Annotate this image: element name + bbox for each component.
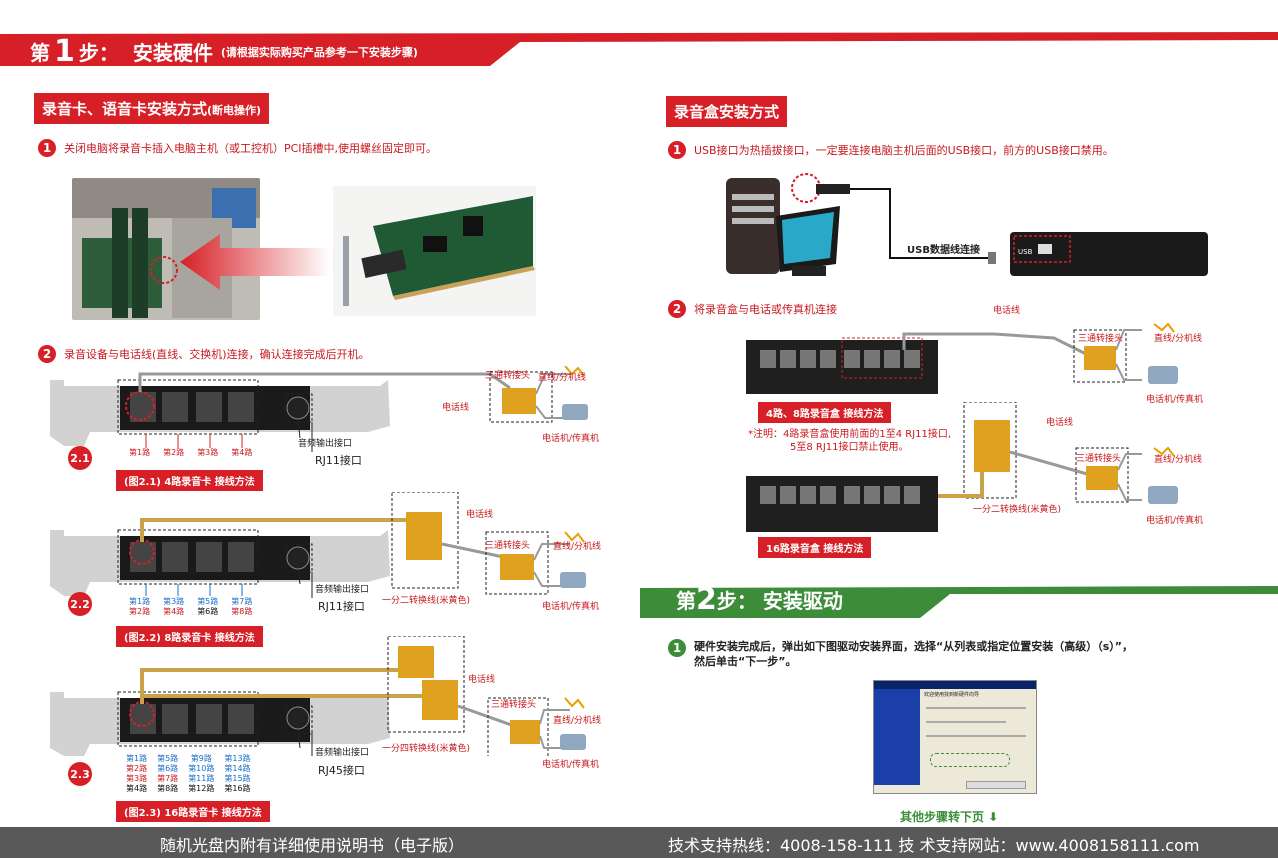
audio-port-label: 音频输出接口 (315, 748, 370, 758)
fig-2-1-badge: 2.1 (68, 446, 92, 470)
wizard-side-panel (874, 689, 920, 785)
fig-2-2-badge: 2.2 (68, 592, 92, 616)
phone-label: 电话机/传真机 (1146, 395, 1204, 405)
footer: 随机光盘内附有详细使用说明书（电子版） 技术支持热线：4008-158-111 … (0, 827, 1278, 858)
number-badge: 1 (38, 139, 56, 157)
jack-label: RJ11接口 (315, 454, 362, 467)
step2-item-1-line-2: 然后单击“下一步”。 (694, 655, 797, 668)
box-16-caption: 16路录音盒 接线方法 (758, 537, 872, 558)
usb-cable-label: USB数据线连接 (907, 245, 980, 256)
right-item-1: 1 USB接口为热插拔接口，一定要连接电脑主机后面的USB接口，前方的USB接口… (668, 141, 1114, 159)
audio-port-label: 音频输出接口 (315, 585, 370, 595)
insert-arrow (180, 234, 330, 290)
splitter-label: 一分二转换线(米黄色) (382, 596, 471, 606)
fig3-port-labels: 第1路第2路第3路第4路 第5路第6路第7路第8路 第9路第10路第11路第12… (126, 754, 251, 793)
fig-2-3-badge: 2.3 (68, 762, 92, 786)
note-line-2: 5至8 RJ11接口禁止使用。 (790, 442, 909, 453)
number-badge: 2 (668, 300, 686, 318)
wizard-titlebar (874, 681, 1036, 689)
fig2-port-labels: 第1路第2路 第3路第4路 第5路第6路 第7路第8路 (129, 597, 253, 616)
box-16-drawing (746, 402, 1178, 532)
splitter-label: 一分二转换线(米黄色) (973, 505, 1062, 515)
note-line-1: *注明：4路录音盒使用前面的1至4 RJ11接口, (748, 429, 952, 440)
section-heading-box: 录音盒安装方式 (666, 96, 788, 127)
tee-label: 三通转接头 (1076, 454, 1122, 464)
splitter-label: 一分四转换线(米黄色) (382, 744, 471, 754)
right-item-1-text: USB接口为热插拔接口，一定要连接电脑主机后面的USB接口，前方的USB接口禁用… (694, 144, 1114, 157)
tee-label: 三通转接头 (485, 541, 531, 551)
direct-line-label: 直线/分机线 (538, 373, 587, 383)
step1-banner (0, 32, 1278, 66)
arrow-down-icon: ⬇ (988, 810, 999, 824)
phone-line-label: 电话线 (993, 306, 1021, 316)
recording-card-photo (333, 186, 536, 316)
fig-2-1-drawing (50, 366, 588, 452)
box-4-8-caption: 4路、8路录音盒 接线方法 (758, 402, 892, 423)
number-badge: 1 (668, 141, 686, 159)
fig-2-1-caption: (图2.1) 4路录音卡 接线方法 (116, 470, 263, 491)
pc-install-photo (72, 178, 260, 320)
driver-wizard-screenshot: 欢迎使用找到新硬件向导 (873, 680, 1037, 794)
usb-port-label: USB (1018, 248, 1033, 256)
direct-line-label: 直线/分机线 (1154, 455, 1203, 465)
phone-line-label: 电话线 (468, 675, 496, 685)
tee-label: 三通转接头 (491, 700, 537, 710)
jack-label: RJ45接口 (318, 764, 365, 777)
usb-connection-drawing (726, 173, 1208, 276)
fig-2-3-drawing (50, 636, 586, 756)
direct-line-label: 直线/分机线 (1154, 334, 1203, 344)
box-4-8-drawing (746, 322, 1178, 394)
left-item-1: 1 关闭电脑将录音卡插入电脑主机（或工控机）PCI插槽中,使用螺丝固定即可。 (38, 139, 437, 157)
phone-line-label: 电话线 (1046, 418, 1074, 428)
phone-label: 电话机/传真机 (542, 434, 600, 444)
step2-item-1-line-1: 硬件安装完成后，弹出如下图驱动安装界面，选择“从列表或指定位置安装（高级）（s）… (694, 640, 1134, 653)
number-badge: 2 (38, 345, 56, 363)
more-steps-link[interactable]: 其他步骤转下页 ⬇ (900, 810, 999, 824)
fig1-port-labels: 第1路第2路第3路第4路 (129, 448, 253, 457)
number-badge: 1 (668, 639, 686, 657)
footer-left-text: 随机光盘内附有详细使用说明书（电子版） (160, 836, 465, 855)
phone-label: 电话机/传真机 (1146, 516, 1204, 526)
phone-line-label: 电话线 (466, 510, 494, 520)
direct-line-label: 直线/分机线 (553, 716, 602, 726)
left-item-1-text: 关闭电脑将录音卡插入电脑主机（或工控机）PCI插槽中,使用螺丝固定即可。 (64, 142, 438, 155)
left-item-2-text: 录音设备与电话线(直线、交换机)连接，确认连接完成后开机。 (64, 348, 370, 361)
right-item-2-text: 将录音盒与电话或传真机连接 (694, 303, 837, 316)
wizard-title: 欢迎使用找到新硬件向导 (924, 692, 980, 698)
footer-right-text: 技术支持热线：4008-158-111 技 术支持网站：www.40081581… (668, 836, 1200, 855)
fig-2-2-caption: (图2.2) 8路录音卡 接线方法 (116, 626, 263, 647)
jack-label: RJ11接口 (318, 600, 365, 613)
fig-2-3-caption: (图2.3) 16路录音卡 接线方法 (116, 801, 270, 822)
left-item-2: 2 录音设备与电话线(直线、交换机)连接，确认连接完成后开机。 (38, 345, 370, 363)
section-heading-card: 录音卡、语音卡安装方式(断电操作) (34, 93, 270, 124)
fig-2-2-drawing (50, 492, 586, 598)
tee-label: 三通转接头 (1078, 334, 1124, 344)
step2-item-1: 1 硬件安装完成后，弹出如下图驱动安装界面，选择“从列表或指定位置安装（高级）（… (668, 639, 1133, 669)
phone-label: 电话机/传真机 (542, 760, 600, 770)
audio-port-label: 音频输出接口 (298, 439, 353, 449)
direct-line-label: 直线/分机线 (553, 542, 602, 552)
phone-line-label: 电话线 (442, 403, 470, 413)
step2-banner (640, 586, 1278, 618)
phone-label: 电话机/传真机 (542, 602, 600, 612)
right-item-2: 2 将录音盒与电话或传真机连接 (668, 300, 837, 318)
tee-label: 三通转接头 (485, 371, 531, 381)
